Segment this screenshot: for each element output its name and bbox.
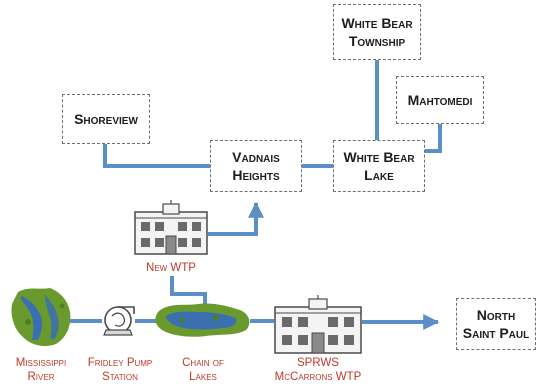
pipe-shoreview-vadnais bbox=[103, 143, 212, 168]
pipe-newwtp-chain bbox=[170, 276, 207, 306]
node-shoreview: Shoreview bbox=[62, 94, 150, 144]
label-new-wtp: New WTP bbox=[146, 262, 196, 274]
new-wtp-building-icon bbox=[134, 200, 208, 255]
pipe-mahtomedi-whitebearlake bbox=[422, 124, 442, 153]
node-mahtomedi: Mahtomedi bbox=[396, 76, 484, 124]
sprws-building-icon bbox=[274, 295, 362, 354]
pipe-newwtp-vadnais bbox=[208, 201, 264, 236]
mississippi-river-icon bbox=[11, 288, 71, 346]
chain-of-lakes-icon bbox=[155, 303, 250, 337]
pump-icon bbox=[103, 306, 135, 336]
